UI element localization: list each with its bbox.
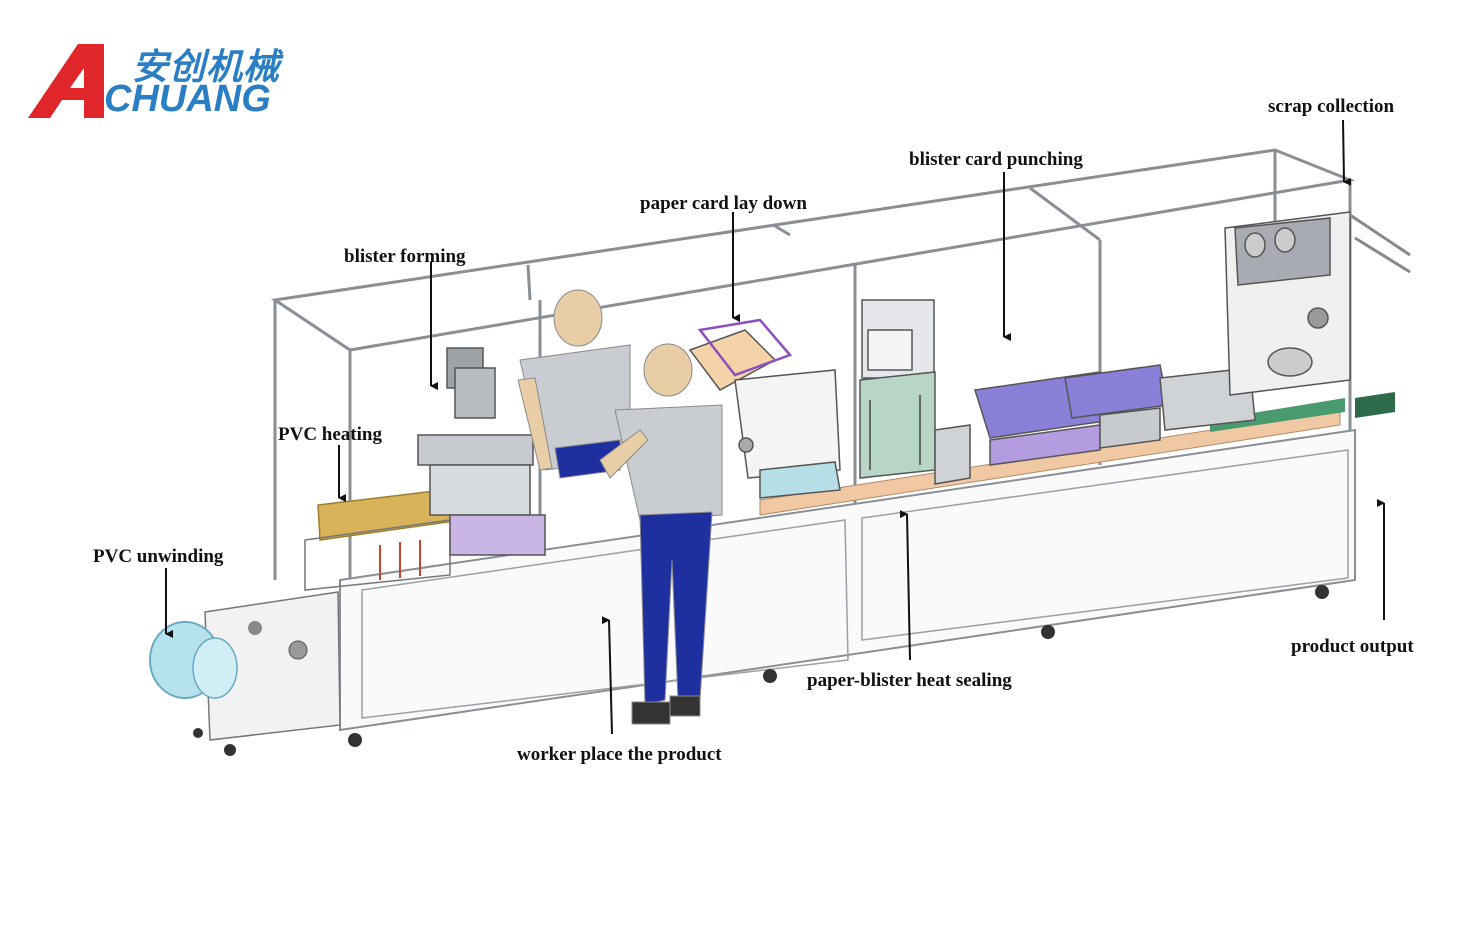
- callout-product-output: product output: [1291, 636, 1414, 657]
- callout-blister-forming: blister forming: [344, 246, 466, 267]
- heat-sealing-station: [859, 299, 971, 485]
- callout-pvc-unwinding: PVC unwinding: [93, 546, 224, 567]
- worker-figure-back: [517, 289, 631, 479]
- scrap-collection-unit: [1224, 211, 1411, 396]
- brand-name-en: CHUANG: [104, 78, 271, 120]
- blister-forming-press: [417, 347, 546, 556]
- callout-worker-place-product: worker place the product: [517, 744, 722, 765]
- brand-name-cn: 安创机械: [132, 47, 281, 88]
- pvc-unwinding-unit: [149, 591, 341, 756]
- callout-scrap-collection: scrap collection: [1268, 96, 1395, 117]
- callout-pvc-heating: PVC heating: [278, 424, 382, 445]
- worker-figure-front: [599, 343, 723, 725]
- logo-letter-a: [28, 44, 104, 118]
- callout-blister-card-punching: blister card punching: [909, 149, 1083, 170]
- callout-paper-blister-heat-sealing: paper-blister heat sealing: [807, 670, 1012, 691]
- callout-arrows: [165, 119, 1385, 735]
- callout-paper-card-lay-down: paper card lay down: [640, 193, 807, 214]
- paper-card-hopper: [688, 318, 841, 499]
